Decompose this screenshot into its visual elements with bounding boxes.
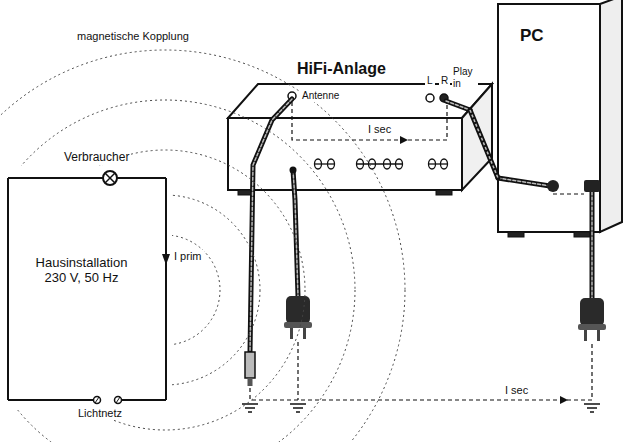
signal-cable — [498, 178, 550, 186]
ground-symbol — [248, 411, 252, 413]
pc-front — [498, 4, 600, 232]
foot — [436, 190, 452, 195]
power-cable — [590, 192, 595, 298]
plug-tip — [248, 378, 253, 386]
node-title: PC — [518, 26, 546, 46]
coupling-label: magnetische Kopplung — [75, 30, 191, 43]
current-arrow — [560, 396, 568, 404]
loop-current-path — [250, 344, 592, 400]
power-cable — [293, 170, 298, 296]
hifi-housing — [228, 84, 492, 195]
knob — [315, 163, 335, 164]
hifi-front — [228, 118, 462, 190]
power-socket — [584, 180, 600, 192]
mains-label: Lichtnetz — [76, 407, 124, 420]
antenna-cable — [250, 99, 292, 352]
terminal — [116, 397, 120, 403]
plug-body — [245, 352, 255, 378]
field-line — [25, 150, 305, 430]
wire — [7, 178, 9, 400]
power-cable — [293, 170, 298, 296]
cable-line — [470, 110, 498, 178]
pc-tower: PC — [498, 4, 600, 232]
current-label: I sec — [366, 123, 393, 136]
ground-symbol — [242, 403, 258, 405]
channel-label: L — [425, 75, 435, 87]
hifi-top — [228, 84, 492, 118]
signal-cable — [470, 110, 498, 178]
mains-plug — [284, 296, 312, 339]
foot — [574, 232, 590, 237]
plug-body — [286, 296, 310, 324]
wire — [117, 177, 166, 179]
wire — [8, 399, 93, 401]
plug-pin — [290, 328, 293, 339]
field-lines — [0, 50, 405, 442]
current-arrow — [400, 136, 408, 144]
plug-pin — [597, 330, 600, 341]
plug-pin — [584, 330, 587, 341]
plug-pin — [303, 328, 306, 339]
node-title: HiFi-Anlage — [295, 60, 388, 78]
field-line — [0, 100, 355, 442]
pc-side — [600, 0, 622, 232]
lamp-symbol — [105, 173, 115, 183]
cable-braid — [470, 110, 498, 178]
loop-current-path — [553, 193, 584, 194]
power-cable — [591, 192, 593, 298]
lamp-symbol — [105, 173, 115, 183]
ground-symbol — [242, 404, 600, 412]
knob — [357, 163, 403, 164]
cables — [250, 99, 592, 352]
antenna-plug — [245, 352, 255, 386]
ground-symbol — [293, 407, 303, 409]
input-jack — [426, 94, 434, 102]
ground-symbol — [245, 407, 255, 409]
input-label: Play in — [452, 66, 478, 89]
field-line — [70, 195, 260, 385]
signal-cable — [498, 178, 550, 186]
load-label: Verbraucher — [62, 151, 131, 165]
lamp-symbol — [103, 171, 117, 185]
mains-plug — [578, 298, 606, 341]
loop-current-path — [250, 102, 592, 400]
terminal — [95, 397, 99, 403]
current-arrow — [162, 254, 170, 265]
loop-current-path — [292, 102, 447, 140]
ground-symbol — [296, 411, 300, 413]
wire — [8, 177, 103, 179]
jack-label: Antenne — [300, 90, 341, 102]
pc-housing — [498, 0, 622, 237]
ground-symbol — [584, 403, 600, 405]
house-circuit — [8, 171, 166, 404]
field-line — [110, 235, 220, 345]
terminal — [115, 397, 122, 404]
cable-entry — [290, 167, 297, 174]
current-label: I sec — [503, 384, 530, 397]
wire — [165, 178, 167, 400]
plug-collar — [578, 324, 606, 330]
signal-plug — [547, 180, 559, 192]
wire — [122, 399, 166, 401]
plug-collar — [284, 322, 312, 328]
channel-label: R — [439, 75, 450, 87]
loop-current-path — [297, 342, 298, 400]
signal-cable — [446, 101, 470, 110]
node-title: Hausinstallation 230 V, 50 Hz — [22, 256, 141, 286]
signal-cable — [446, 101, 470, 110]
terminal — [94, 397, 101, 404]
foot — [508, 232, 524, 237]
ground-symbol — [587, 407, 597, 409]
hifi-side — [462, 84, 492, 190]
field-line — [0, 50, 405, 442]
knob — [429, 163, 448, 164]
circuit-loop: Hausinstallation 230 V, 50 Hz — [8, 178, 166, 400]
front-knobs — [315, 159, 448, 169]
plug-body — [580, 298, 604, 326]
ground-symbol — [590, 411, 594, 413]
current-label: I prim — [172, 250, 204, 263]
ground-symbol — [290, 403, 306, 405]
antenna-cable — [250, 99, 292, 352]
